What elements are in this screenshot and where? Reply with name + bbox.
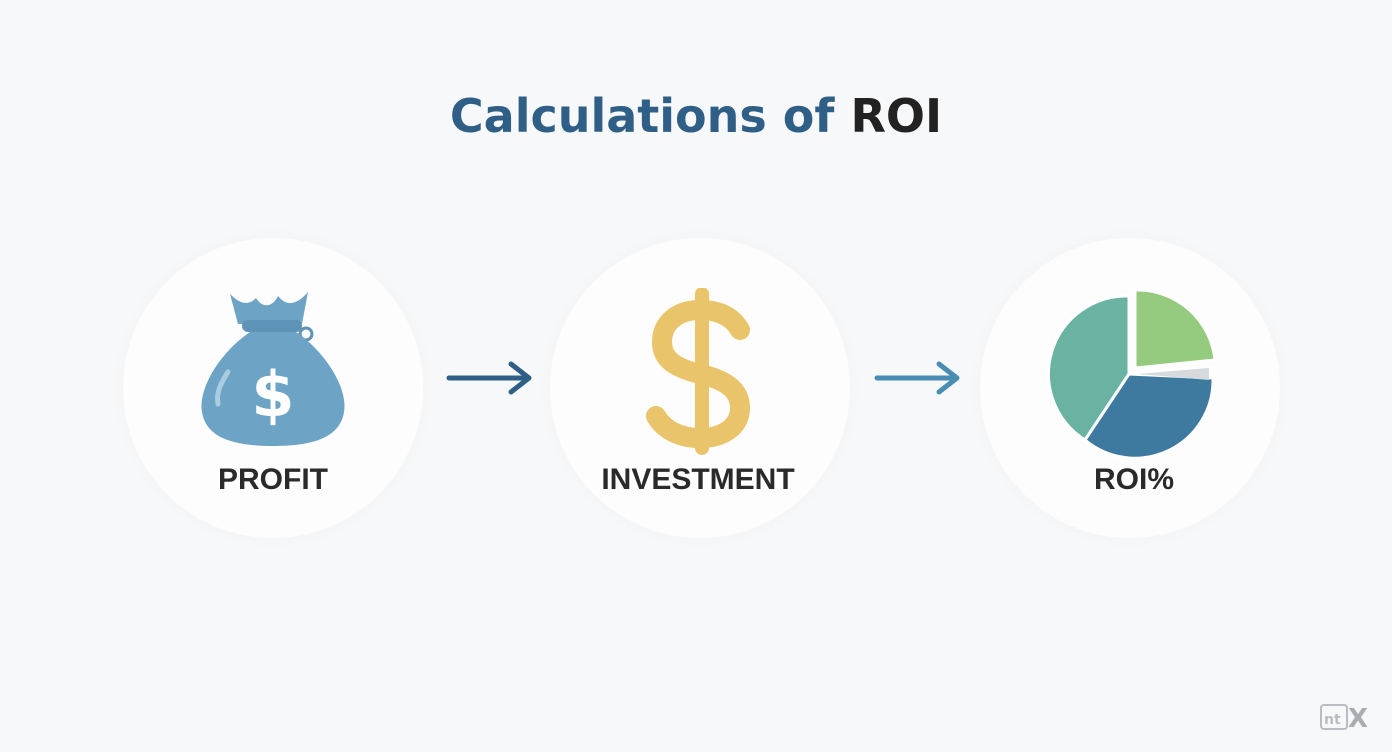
title-part-2: ROI xyxy=(850,89,943,143)
title-part-1: Calculations of xyxy=(449,89,835,143)
step-label-profit: PROFIT xyxy=(218,463,328,496)
pie-chart-icon xyxy=(1047,288,1217,458)
page-title: Calculations of ROI xyxy=(0,88,1392,144)
arrow-right-icon xyxy=(874,361,960,395)
step-label-investment: INVESTMENT xyxy=(601,463,795,496)
brand-logo-watermark: nt X xyxy=(1320,704,1368,732)
svg-text:nt: nt xyxy=(1324,712,1341,728)
svg-text:X: X xyxy=(1348,704,1368,732)
money-bag-icon: $ xyxy=(201,292,345,446)
step-label-roi: ROI% xyxy=(1093,463,1174,496)
arrow-right-icon xyxy=(446,361,532,395)
svg-text:$: $ xyxy=(251,358,294,431)
dollar-sign-icon xyxy=(646,288,751,455)
